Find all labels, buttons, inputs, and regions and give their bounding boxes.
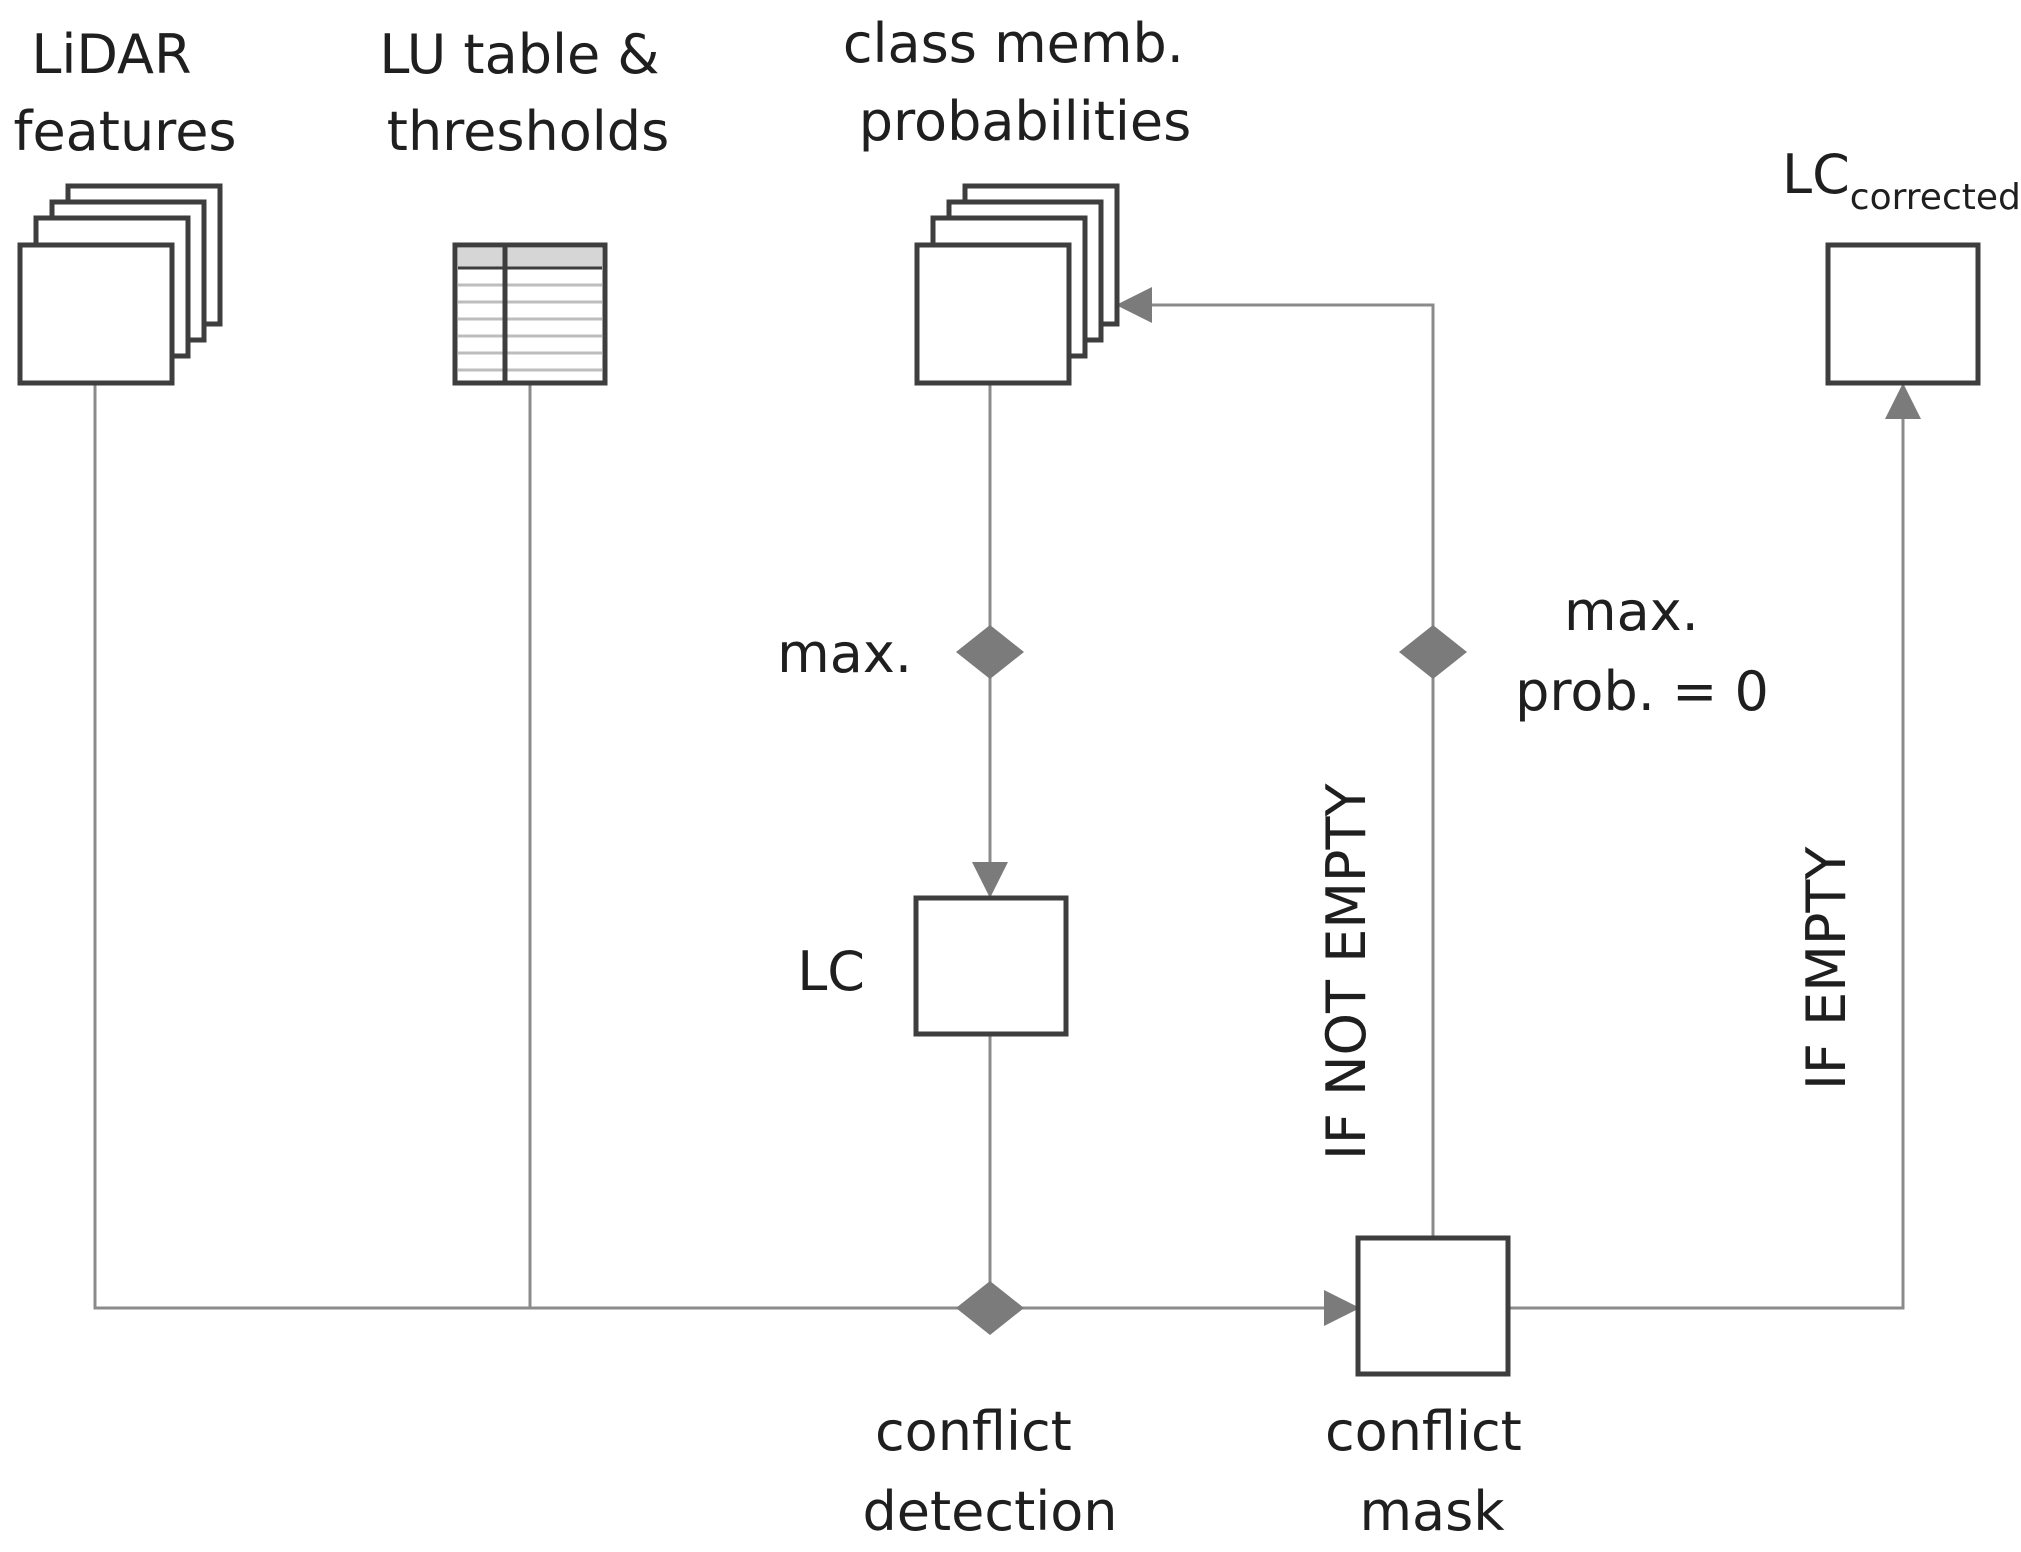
conflict-mask-box (1355, 1235, 1511, 1377)
arrowhead-into-lc (972, 862, 1008, 898)
arrowhead-into-lc-corrected (1885, 383, 1921, 419)
connector-mask-to-lc-corrected (1508, 415, 1905, 1310)
lc-corrected-label: LCcorrected (1782, 143, 2021, 218)
class-probabilities-label: class memb. probabilities (843, 12, 1201, 153)
conflict-mask-label: conflict mask (1325, 1400, 1539, 1543)
connector-mask-to-probabilities (1148, 303, 1435, 1236)
lc-box (913, 895, 1069, 1037)
max-prob-zero-diamond (1399, 625, 1467, 679)
lc-corrected-box (1825, 242, 1981, 386)
connectors (93, 303, 1905, 1310)
class-probabilities-stack-icon (914, 183, 1120, 386)
lc-label: LC (797, 940, 865, 1003)
conflict-detection-label: conflict detection (862, 1400, 1117, 1543)
conflict-detection-diamond (956, 1281, 1024, 1335)
if-empty-label: IF EMPTY (1795, 846, 1858, 1090)
connector-lidar-to-detection (93, 385, 960, 1310)
arrowhead-into-probabilities (1116, 287, 1152, 323)
lidar-features-stack-icon (17, 183, 223, 386)
lidar-features-label: LiDAR features (13, 23, 236, 163)
lu-table-label: LU table & thresholds (379, 23, 676, 163)
if-not-empty-label: IF NOT EMPTY (1315, 783, 1378, 1160)
max-operation-diamond (956, 625, 1024, 679)
lu-table-icon (452, 242, 608, 386)
max-operation-label: max. (777, 622, 912, 685)
arrowhead-into-mask (1324, 1290, 1360, 1326)
max-prob-zero-label: max. prob. = 0 (1515, 580, 1769, 723)
